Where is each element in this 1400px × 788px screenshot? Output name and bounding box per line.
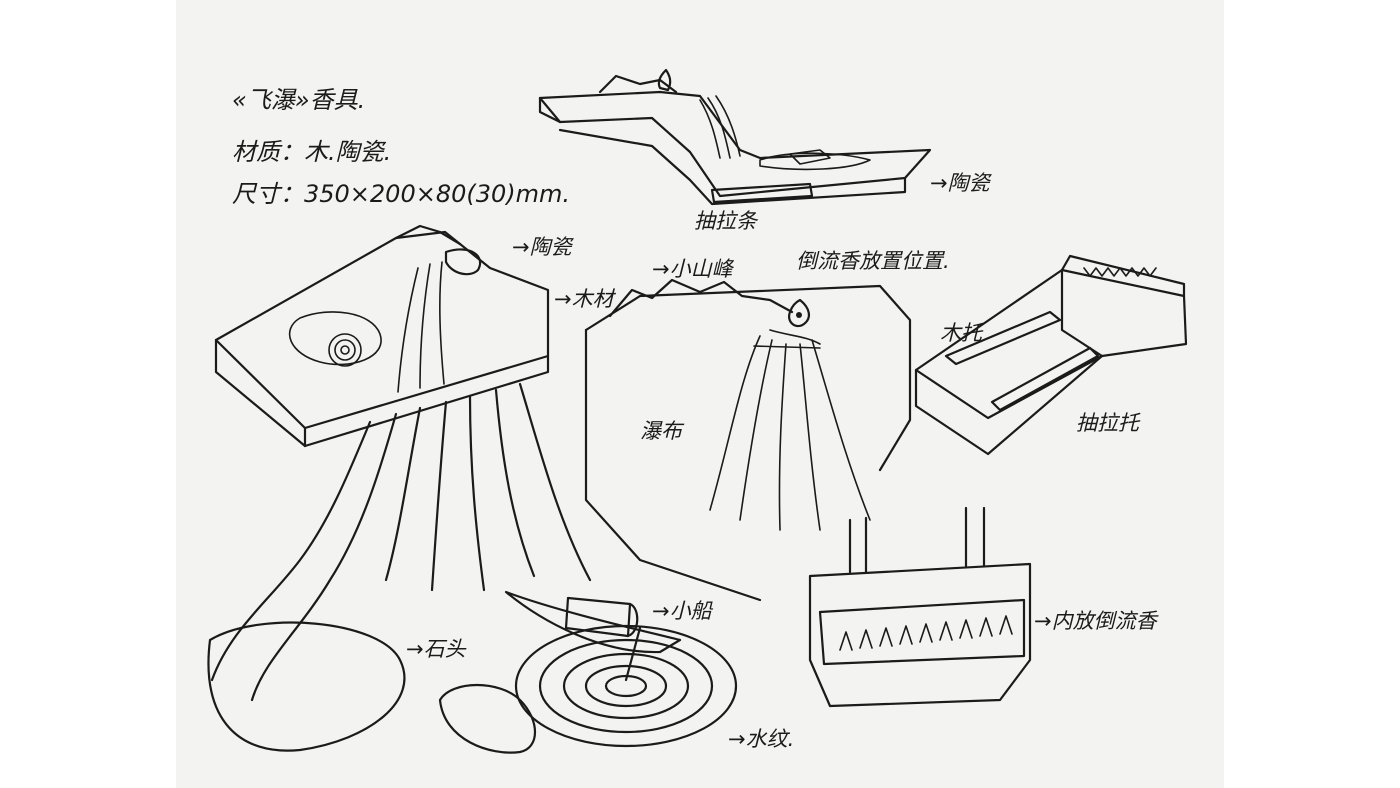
center-incense-block-drawing [584,278,912,602]
top-incense-holder-drawing [538,68,932,206]
rock-label: →石头 [406,637,467,661]
paper-sheet [176,0,1224,788]
wood-tray-label: 木托 [940,321,984,345]
drawer-tray-label: 抽拉托 [1076,411,1141,435]
design-notes: «飞瀑»香具. 材质：木.陶瓷. 尺寸：350×200×80(30)mm. [232,86,570,208]
wood-tray-drawing [914,254,1188,456]
left-incense-holder-drawing [214,224,550,448]
small-boat [504,590,682,682]
top-ceramic-label: →陶瓷 [930,171,993,195]
left-wood-label: →木材 [554,287,617,311]
waterfall-streams [210,382,592,702]
inner-backflow-label: →内放倒流香 [1034,609,1160,633]
rocks [207,621,536,754]
top-drawer-strip-label: 抽拉条 [694,209,759,233]
ripples-label: →水纹. [728,727,794,751]
backflow-position-label: 倒流香放置位置. [796,249,950,273]
small-peak-label: →小山峰 [652,257,735,281]
notes-size: 尺寸：350×200×80(30)mm. [232,180,570,208]
left-ceramic-label: →陶瓷 [512,235,575,259]
waterfall-label: 瀑布 [640,419,685,443]
notes-material: 材质：木.陶瓷. [232,138,391,166]
notes-title: «飞瀑»香具. [232,86,365,114]
inner-backflow-box-drawing [808,506,1032,708]
boat-label: →小船 [652,599,714,623]
